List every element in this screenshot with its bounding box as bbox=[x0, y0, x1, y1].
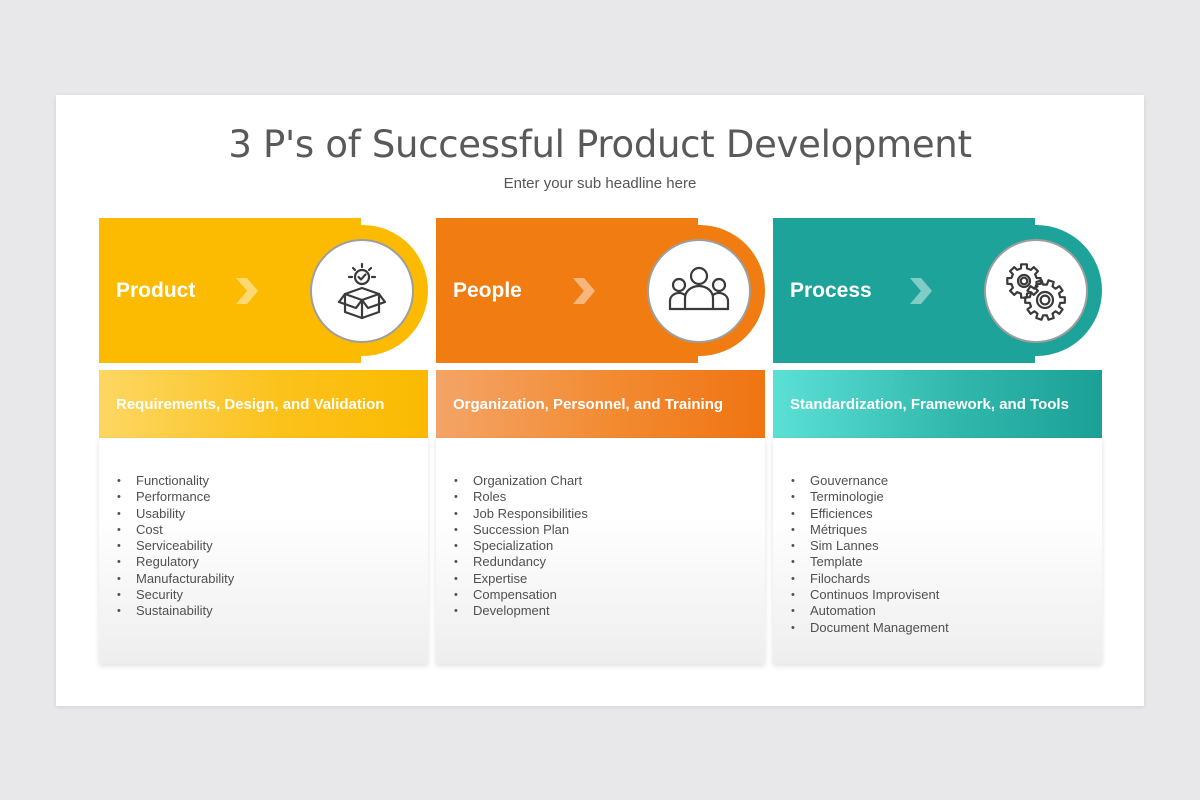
column-subheading: Standardization, Framework, and Tools bbox=[773, 370, 1102, 438]
items-card: GouvernanceTerminologieEfficiencesMétriq… bbox=[773, 438, 1102, 664]
list-item: Specialization bbox=[454, 538, 588, 555]
column-subheading: Requirements, Design, and Validation bbox=[99, 370, 428, 438]
list-item: Redundancy bbox=[454, 554, 588, 571]
list-item: Métriques bbox=[791, 522, 949, 539]
column-label: People bbox=[453, 279, 522, 302]
chevron-right-icon bbox=[910, 278, 932, 304]
list-item: Job Responsibilities bbox=[454, 506, 588, 523]
list-item: Functionality bbox=[117, 473, 234, 490]
column-product: Product Requirements, Design, and Valida… bbox=[99, 218, 429, 664]
list-item: Manufacturability bbox=[117, 571, 234, 588]
list-item: Serviceability bbox=[117, 538, 234, 555]
box-check-icon bbox=[337, 262, 387, 320]
list-item: Roles bbox=[454, 489, 588, 506]
list-item: Gouvernance bbox=[791, 473, 949, 490]
list-item: Regulatory bbox=[117, 554, 234, 571]
gear-small bbox=[1006, 263, 1042, 299]
list-item: Sim Lannes bbox=[791, 538, 949, 555]
list-item: Template bbox=[791, 554, 949, 571]
column-process: Process Standardization, Framework, and … bbox=[773, 218, 1103, 664]
list-item: Organization Chart bbox=[454, 473, 588, 490]
list-item: Filochards bbox=[791, 571, 949, 588]
list-item: Document Management bbox=[791, 620, 949, 637]
column-label: Process bbox=[790, 279, 872, 302]
list-item: Automation bbox=[791, 603, 949, 620]
list-item: Usability bbox=[117, 506, 234, 523]
list-item: Terminologie bbox=[791, 489, 949, 506]
column-label: Product bbox=[116, 279, 196, 302]
items-list: FunctionalityPerformanceUsabilityCostSer… bbox=[117, 473, 234, 620]
page-subtitle: Enter your sub headline here bbox=[503, 175, 697, 192]
list-item: Expertise bbox=[454, 571, 588, 588]
icon-circle bbox=[647, 239, 751, 343]
list-item: Cost bbox=[117, 522, 234, 539]
list-item: Compensation bbox=[454, 587, 588, 604]
items-card: Organization ChartRolesJob Responsibilit… bbox=[436, 438, 765, 664]
icon-circle bbox=[310, 239, 414, 343]
column-subheading: Organization, Personnel, and Training bbox=[436, 370, 765, 438]
list-item: Security bbox=[117, 587, 234, 604]
chevron-right-icon bbox=[573, 278, 595, 304]
list-item: Sustainability bbox=[117, 603, 234, 620]
column-people: People Organization, Personnel, and Trai… bbox=[436, 218, 766, 664]
items-list: Organization ChartRolesJob Responsibilit… bbox=[454, 473, 588, 620]
items-card: FunctionalityPerformanceUsabilityCostSer… bbox=[99, 438, 428, 664]
people-group-icon bbox=[668, 266, 730, 311]
list-item: Development bbox=[454, 603, 588, 620]
list-item: Continuos Improvisent bbox=[791, 587, 949, 604]
icon-circle bbox=[984, 239, 1088, 343]
gears-icon bbox=[1006, 263, 1066, 321]
list-item: Efficiences bbox=[791, 506, 949, 523]
chevron-right-icon bbox=[236, 278, 258, 304]
list-item: Succession Plan bbox=[454, 522, 588, 539]
page-title: 3 P's of Successful Product Development bbox=[228, 123, 972, 166]
list-item: Performance bbox=[117, 489, 234, 506]
gear-large bbox=[1024, 279, 1066, 321]
items-list: GouvernanceTerminologieEfficiencesMétriq… bbox=[791, 473, 949, 636]
